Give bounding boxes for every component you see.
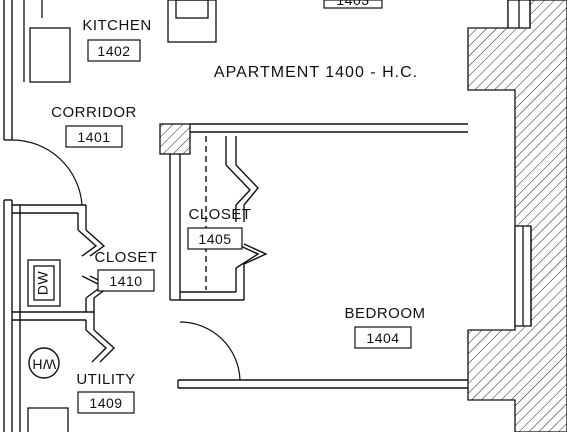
range-appliance — [167, 0, 217, 43]
corridor-name: CORRIDOR — [51, 104, 137, 121]
dishwasher — [27, 259, 61, 307]
water-heater — [28, 347, 60, 379]
closet-1410-number-box — [97, 269, 155, 292]
utility-name: UTILITY — [76, 371, 135, 388]
bedroom-bottom-wall — [177, 379, 468, 389]
closet-1405-number-box — [187, 227, 243, 250]
closet-1410-name: CLOSET — [94, 249, 157, 266]
bedroom-name: BEDROOM — [344, 305, 425, 322]
utility-equipment — [27, 407, 69, 432]
structural-column — [159, 123, 191, 155]
room-1403-number: 1403 — [336, 0, 369, 8]
kitchen-counter — [23, 0, 71, 83]
kitchen-number-box — [87, 39, 141, 62]
utility-number: 1409 — [89, 395, 122, 411]
corridor-number: 1401 — [77, 129, 110, 145]
exterior-wall — [467, 0, 567, 432]
closet-1405-number: 1405 — [198, 231, 231, 247]
kitchen-name: KITCHEN — [82, 17, 151, 34]
closet-1405-name: CLOSET — [188, 206, 251, 223]
closet-1410-number: 1410 — [109, 273, 142, 289]
corridor-door — [11, 139, 83, 206]
closet-1405-walls — [169, 136, 268, 301]
bedroom-number: 1404 — [366, 330, 399, 346]
water-heater-label: WH — [32, 356, 56, 372]
corridor-number-box — [65, 125, 123, 148]
bedroom-door — [179, 321, 241, 381]
bedroom-number-box — [354, 326, 412, 349]
west-wall — [3, 0, 13, 432]
apartment-title: APARTMENT 1400 - H.C. — [214, 64, 418, 81]
kitchen-number: 1402 — [97, 43, 130, 59]
room-1403-number-box — [323, 0, 383, 9]
utility-number-box — [77, 391, 135, 414]
dishwasher-label: DW — [35, 271, 51, 296]
bedroom-top-wall — [190, 123, 468, 133]
